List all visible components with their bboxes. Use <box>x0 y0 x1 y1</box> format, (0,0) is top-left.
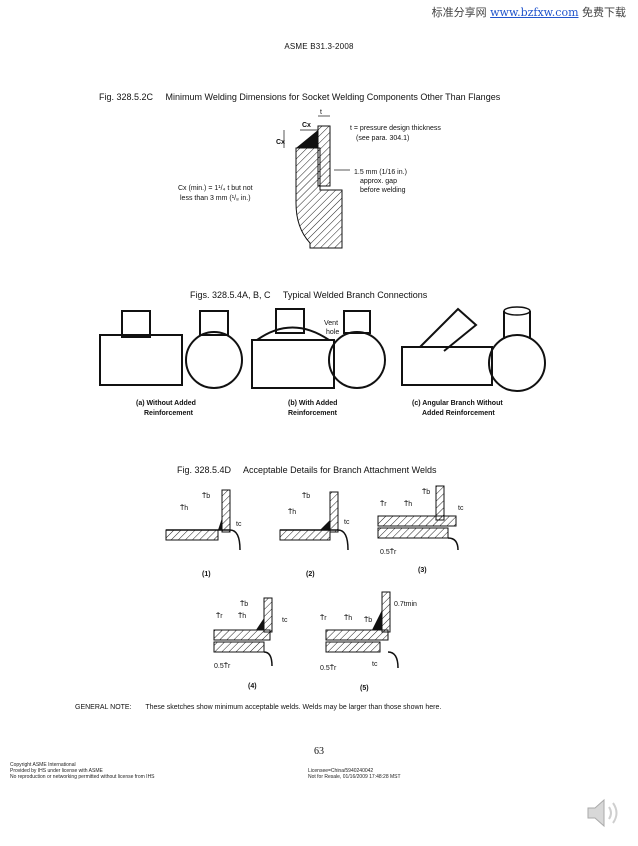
fig2-caption-b2: Reinforcement <box>288 410 338 417</box>
footer-right-line-2: Not for Resale, 01/16/2009 17:48:28 MST <box>308 774 401 780</box>
branch-connections-drawing: Vent hole (a) Without Added Reinforcemen… <box>99 306 546 417</box>
sketch-number-2: (2) <box>306 571 315 578</box>
s4-th: T̄h <box>238 612 246 620</box>
footer-left-line-2: Provided by IHS under license with ASME <box>10 768 103 774</box>
fig1-t-def2: (see para. 304.1) <box>356 135 409 142</box>
fig3-caption: Fig. 328.5.4D Acceptable Details for Bra… <box>177 465 436 475</box>
s3-th: T̄h <box>404 500 412 508</box>
sketch-1: T̄b T̄h tc (1) <box>165 489 242 578</box>
fig1-number: Fig. 328.5.2C <box>99 92 154 102</box>
watermark-prefix: 标准分享网 <box>431 6 487 19</box>
sketch-number-4: (4) <box>248 683 257 690</box>
fig1-gap1: 1.5 mm (1/16 in.) <box>354 169 407 176</box>
s1-tc: tc <box>236 521 242 528</box>
running-header: ASME B31.3-2008 <box>284 42 354 51</box>
fig1-t-def1: t = pressure design thickness <box>350 125 441 132</box>
general-note: GENERAL NOTE: These sketches show minimu… <box>75 704 441 711</box>
fig3-title: Acceptable Details for Branch Attachment… <box>243 465 437 475</box>
footer-right-line-1: Licensee=China/5940240042 <box>308 768 374 774</box>
s5-th: T̄h <box>344 614 352 622</box>
fig2-caption-b1: (b) With Added <box>288 400 337 407</box>
fig1-t-label: t <box>320 109 322 116</box>
sketch-3: T̄b T̄r T̄h tc 0.5T̄r (3) <box>377 485 464 574</box>
fig1-cxmin2: less than 3 mm (¹/₈ in.) <box>180 195 251 202</box>
fig2-caption-a2: Reinforcement <box>144 410 194 417</box>
general-note-label: GENERAL NOTE: <box>75 704 132 711</box>
watermark-link[interactable]: www.bzfxw.com <box>490 6 579 19</box>
s4-tc: tc <box>282 617 288 624</box>
s4-half-tr: 0.5T̄r <box>214 662 231 670</box>
sketch-5: 0.7tmin T̄r T̄h T̄b tc 0.5T̄r (5) <box>320 591 417 692</box>
s3-tb: T̄b <box>422 488 430 496</box>
sketch-2: T̄b T̄h tc (2) <box>279 491 350 578</box>
fig2-caption-c1: (c) Angular Branch Without <box>412 400 503 407</box>
fig1-gap3: before welding <box>360 187 406 194</box>
sketch-number-1: (1) <box>202 571 211 578</box>
vent-label-1: Vent <box>324 320 338 327</box>
page-number: 63 <box>314 746 324 757</box>
s2-tc: tc <box>344 519 350 526</box>
s5-tb: T̄b <box>364 616 372 624</box>
s5-tc: tc <box>372 661 378 668</box>
fig1-cx-side: Cx <box>276 139 285 146</box>
s1-th: T̄h <box>180 504 188 512</box>
branch-attachment-welds-drawing: T̄b T̄h tc (1) T̄b T̄h tc (2) T̄b T̄r T̄… <box>165 485 464 692</box>
s4-tr: T̄r <box>216 612 223 620</box>
fig2-caption-c2: Added Reinforcement <box>422 410 495 417</box>
s3-half-tr: 0.5T̄r <box>380 548 397 556</box>
fig1-cx-top: Cx <box>302 122 311 129</box>
sketch-4: T̄b T̄r T̄h tc 0.5T̄r (4) <box>213 597 288 690</box>
s3-tr: T̄r <box>380 500 387 508</box>
s5-tmin: 0.7tmin <box>394 601 417 608</box>
fig2-caption-a1: (a) Without Added <box>136 400 196 407</box>
footer-left-line-1: Copyright ASME International <box>10 762 76 768</box>
s5-tr: T̄r <box>320 614 327 622</box>
fig3-number: Fig. 328.5.4D <box>177 465 232 475</box>
s2-th: T̄h <box>288 508 296 516</box>
sketch-number-5: (5) <box>360 685 369 692</box>
footer-left-line-3: No reproduction or networking permitted … <box>10 774 155 780</box>
fig2-caption: Figs. 328.5.4A, B, C Typical Welded Bran… <box>190 290 427 300</box>
vent-label-2: hole <box>326 329 339 336</box>
general-note-text: These sketches show minimum acceptable w… <box>145 704 442 711</box>
sketch-number-3: (3) <box>418 567 427 574</box>
s2-tb: T̄b <box>302 492 310 500</box>
s3-tc: tc <box>458 505 464 512</box>
s4-tb: T̄b <box>240 600 248 608</box>
fig1-title: Minimum Welding Dimensions for Socket We… <box>165 92 501 102</box>
fig1-cxmin1: Cx (min.) = 1¹/₄ t but not <box>178 185 253 192</box>
footer-left: Copyright ASME International Provided by… <box>10 762 155 780</box>
socket-weld-drawing: t Cx Cx t = pressure design thickness (s… <box>178 109 441 249</box>
fig2-number: Figs. 328.5.4A, B, C <box>190 290 271 300</box>
fig2-title: Typical Welded Branch Connections <box>282 290 428 300</box>
fig1-gap2: approx. gap <box>360 178 397 185</box>
speaker-icon[interactable] <box>582 792 624 834</box>
s5-half-tr: 0.5T̄r <box>320 664 337 672</box>
s1-tb: T̄b <box>202 492 210 500</box>
fig1-caption: Fig. 328.5.2C Minimum Welding Dimensions… <box>99 92 500 102</box>
watermark-suffix: 免费下载 <box>582 6 626 19</box>
watermark[interactable]: 标准分享网 www.bzfxw.com 免费下载 <box>432 4 626 20</box>
footer-right: Licensee=China/5940240042 Not for Resale… <box>308 768 401 780</box>
